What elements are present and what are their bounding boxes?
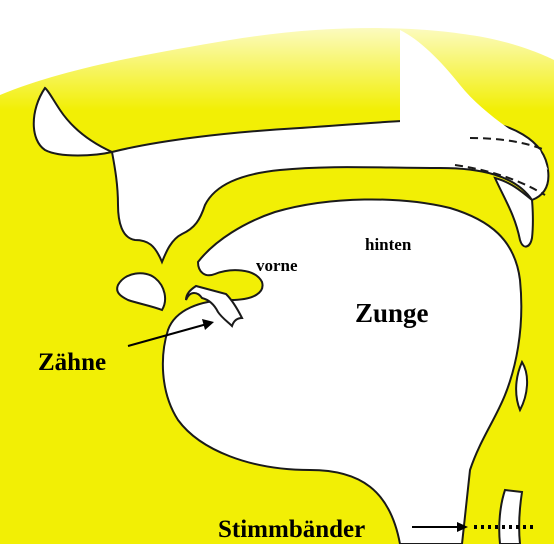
label-zunge: Zunge	[355, 298, 429, 328]
label-zaehne: Zähne	[38, 349, 106, 376]
larynx	[499, 490, 522, 544]
top-fade	[0, 0, 554, 110]
label-hinten: hinten	[365, 235, 412, 254]
label-vorne: vorne	[256, 256, 298, 275]
label-stimmbaender: Stimmbänder	[218, 516, 365, 543]
